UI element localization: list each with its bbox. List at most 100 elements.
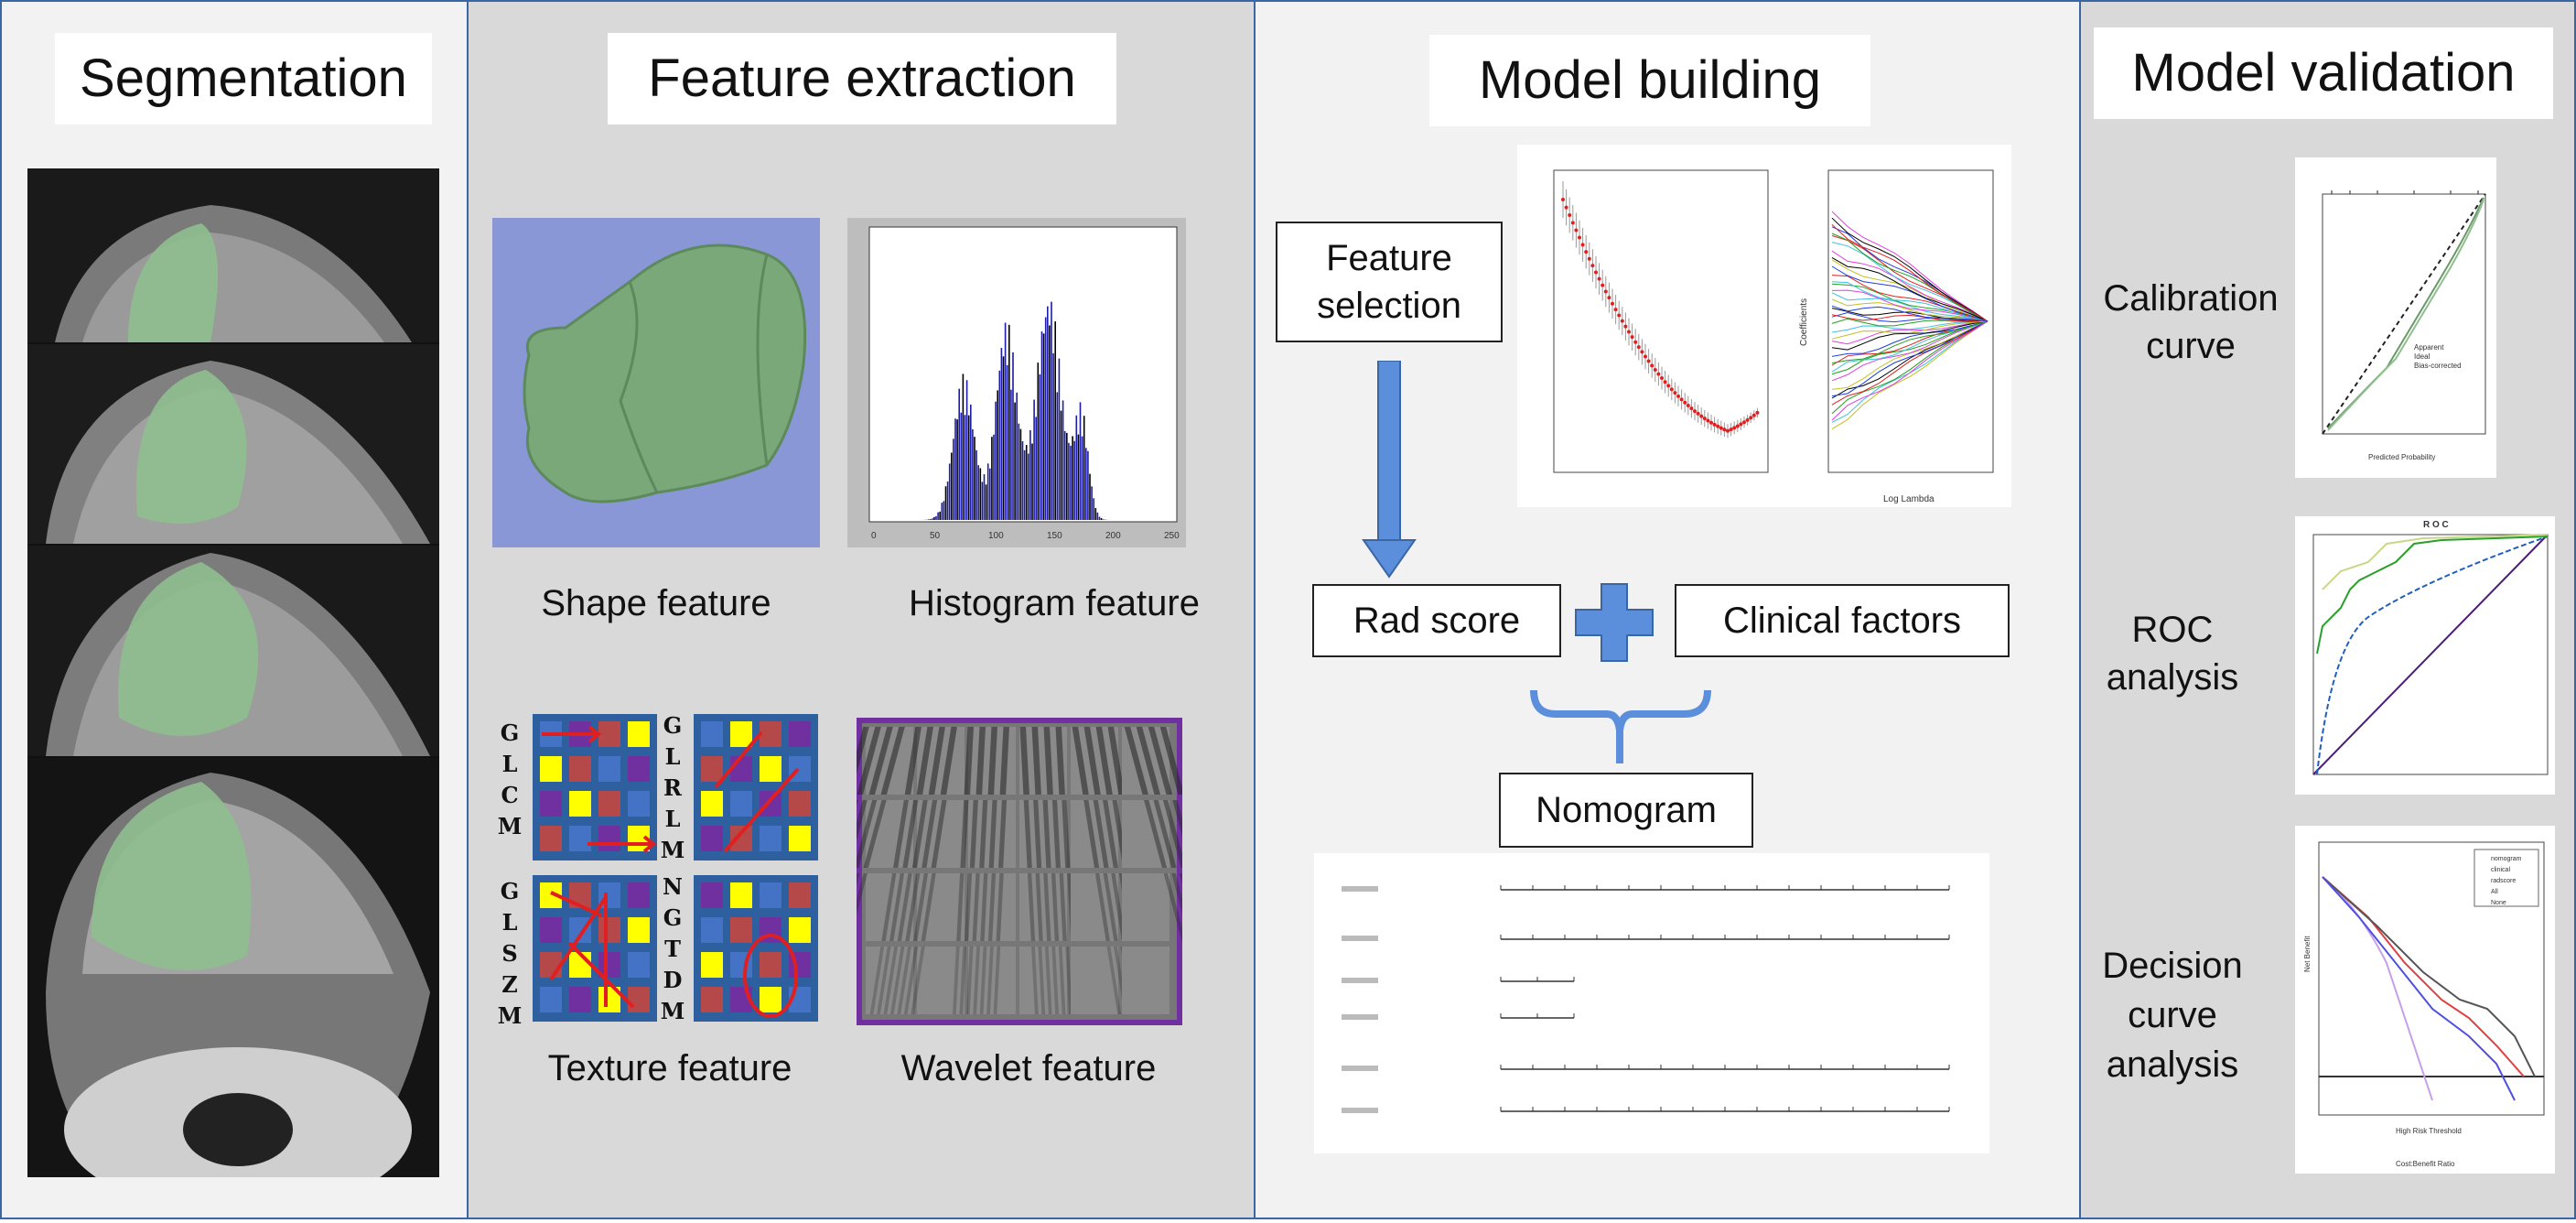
histogram-bar: [1087, 450, 1089, 520]
coefficient-path: [1831, 211, 1989, 322]
dca-legend-4: All: [2491, 889, 2498, 895]
nomogram-axis: [1342, 1107, 1950, 1113]
cv-point: [1735, 424, 1740, 428]
histogram-bar: [1100, 517, 1103, 520]
nomogram-axis: [1342, 935, 1950, 941]
texture-cell: [701, 721, 723, 747]
model-validation-panel: Model validation Calibration curve Appar…: [2079, 0, 2576, 1219]
wavelet-cell: [1122, 947, 1169, 1014]
histogram-bar: [960, 412, 963, 520]
histogram-bar: [1052, 352, 1054, 520]
histogram-bar: [993, 434, 995, 520]
cv-point: [1669, 387, 1674, 392]
texture-cell: [628, 756, 650, 782]
coefficient-path: [1831, 217, 1989, 322]
texture-cell: [628, 917, 650, 943]
histogram-bar: [1029, 429, 1031, 520]
histogram-bar: [967, 415, 970, 520]
cv-point: [1666, 384, 1671, 388]
coefficient-path: [1831, 283, 1989, 322]
coefficient-path: [1831, 281, 1989, 322]
histogram-bar: [937, 512, 939, 520]
cv-point: [1653, 368, 1657, 373]
feature-selection-box: Feature selection: [1276, 222, 1503, 342]
texture-cell: [628, 721, 650, 747]
mri-slice-4: [27, 758, 439, 1177]
histogram-bar: [1042, 333, 1045, 520]
wavelet-cell: [1122, 873, 1182, 941]
wavelet-cell: [1122, 800, 1182, 868]
roc-title: R O C: [2423, 520, 2449, 530]
cv-point: [1706, 418, 1710, 423]
mri-slice-2: [27, 344, 439, 544]
wavelet-cell: [964, 727, 1016, 795]
texture-cell: [569, 826, 591, 851]
cv-point: [1574, 228, 1579, 233]
cv-point: [1716, 424, 1720, 428]
texture-cell: [701, 791, 723, 817]
nomogram-axis: [1342, 885, 1950, 892]
histogram-bar: [1058, 358, 1061, 520]
cv-point: [1620, 319, 1624, 323]
texture-cell: [540, 756, 562, 782]
cv-point: [1722, 428, 1727, 432]
texture-cell: [569, 987, 591, 1012]
histogram-tick: 250: [1164, 531, 1180, 541]
histogram-bar: [981, 482, 984, 520]
cv-point: [1699, 414, 1704, 418]
histogram-bar: [933, 516, 935, 520]
coefficient-path: [1831, 275, 1989, 322]
cv-point: [1584, 250, 1589, 254]
histogram-bar: [941, 503, 943, 520]
histogram-bar: [1093, 498, 1094, 520]
histogram-tick: 0: [871, 531, 877, 541]
cv-point: [1627, 330, 1631, 334]
histogram-bar: [1012, 352, 1014, 520]
histogram-bar: [935, 515, 937, 520]
cv-point: [1693, 409, 1697, 414]
cv-point: [1633, 340, 1638, 344]
histogram-tick: 50: [930, 531, 941, 541]
texture-cell: [730, 721, 752, 747]
histogram-bar: [1025, 445, 1028, 520]
histogram-bar: [1068, 442, 1070, 520]
cv-point: [1673, 391, 1677, 395]
histogram-bar: [986, 463, 989, 520]
rad-score-box: Rad score: [1312, 584, 1561, 657]
lasso-coefficient-plot: [1827, 169, 1994, 473]
texture-cell: [569, 756, 591, 782]
cv-point: [1568, 213, 1572, 218]
histogram-bar: [983, 474, 986, 520]
histogram-bar: [944, 486, 947, 520]
histogram-bar: [1028, 453, 1029, 520]
texture-cell: [628, 882, 650, 908]
wavelet-cell: [869, 947, 965, 1014]
texture-cell: [789, 791, 811, 817]
histogram-tick: 200: [1105, 531, 1121, 541]
nomogram-text: Nomogram: [1536, 789, 1717, 830]
texture-cell: [789, 721, 811, 747]
cv-point: [1749, 416, 1753, 420]
histogram-bar: [1000, 348, 1003, 520]
texture-matrices: [533, 714, 818, 1022]
cv-point: [1580, 243, 1585, 247]
histogram-tick: 100: [988, 531, 1004, 541]
histogram-bar: [1047, 306, 1049, 520]
histogram-bar: [985, 484, 987, 520]
cv-point: [1603, 289, 1608, 294]
texture-cell: [598, 826, 620, 851]
cv-point: [1597, 276, 1601, 281]
histogram-bar: [997, 390, 998, 520]
wavelet-cell: [857, 727, 913, 795]
lasso-ylabel: Coefficients: [1799, 298, 1809, 346]
histogram-bar: [1098, 516, 1101, 520]
histogram-bar: [1070, 445, 1072, 520]
histogram-bar: [1054, 321, 1056, 520]
nomogram-axis: [1342, 1013, 1575, 1020]
cv-point: [1644, 354, 1647, 359]
histogram-bar: [1102, 519, 1105, 520]
texture-cell: [628, 952, 650, 978]
cv-point: [1607, 296, 1611, 300]
